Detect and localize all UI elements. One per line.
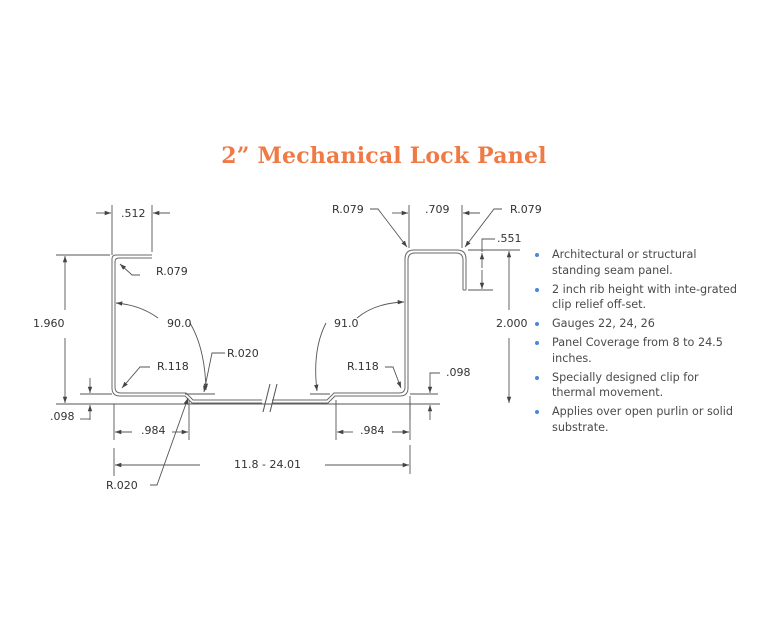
feature-list: Architectural or structural standing sea… [535,247,745,439]
dim-right-rib-top-width: .709 [425,203,450,216]
feature-text: Applies over open purlin or solid substr… [552,405,733,434]
dim-left-angle: 90.0 [167,317,192,330]
break-symbol [262,383,278,413]
dim-right-bottom-radius: R.118 [347,360,379,373]
feature-item: Gauges 22, 24, 26 [535,316,745,332]
dim-right-offset-width: .984 [360,424,385,437]
feature-text: 2 inch rib height with inte-grated clip … [552,282,737,312]
dim-right-rib-height: 2.000 [496,317,528,330]
dim-top-left-flange-width: .512 [121,207,146,220]
bullet-icon [535,322,539,326]
dim-right-offset-height: .098 [446,366,471,379]
bullet-icon [535,410,539,414]
dim-left-offset-radius-bottom: R.020 [106,479,138,492]
bullet-icon [535,287,539,292]
dim-right-angle: 91.0 [334,317,359,330]
dim-panel-coverage: 11.8 - 24.01 [234,458,301,471]
bullet-icon [535,375,539,380]
dim-left-rib-top-radius: R.079 [156,265,188,278]
dim-right-rib-top-right-radius: R.079 [510,203,542,216]
dim-right-rib-top-left-radius: R.079 [332,203,364,216]
feature-text: Panel Coverage from 8 to 24.5 inches. [552,336,723,365]
page-title: 2” Mechanical Lock Panel [221,143,547,169]
feature-item: Specially designed clip for thermal move… [535,370,745,401]
dim-left-offset-radius-top: R.020 [227,347,259,360]
dim-right-rib-lip: .551 [497,232,522,245]
dim-left-offset-width: .984 [141,424,166,437]
feature-text: Specially designed clip for thermal move… [552,370,699,400]
feature-item: Panel Coverage from 8 to 24.5 inches. [535,335,745,366]
feature-item: 2 inch rib height with inte-grated clip … [535,282,745,313]
dim-left-offset-height: .098 [50,410,75,423]
feature-text: Architectural or structural standing sea… [552,248,697,277]
dim-left-rib-height: 1.960 [33,317,65,330]
feature-text: Gauges 22, 24, 26 [552,317,655,330]
panel-profile [111,249,467,404]
bullet-icon [535,253,539,257]
dim-left-bottom-radius: R.118 [157,360,189,373]
feature-item: Applies over open purlin or solid substr… [535,404,745,435]
feature-item: Architectural or structural standing sea… [535,247,745,278]
bullet-icon [535,341,539,345]
